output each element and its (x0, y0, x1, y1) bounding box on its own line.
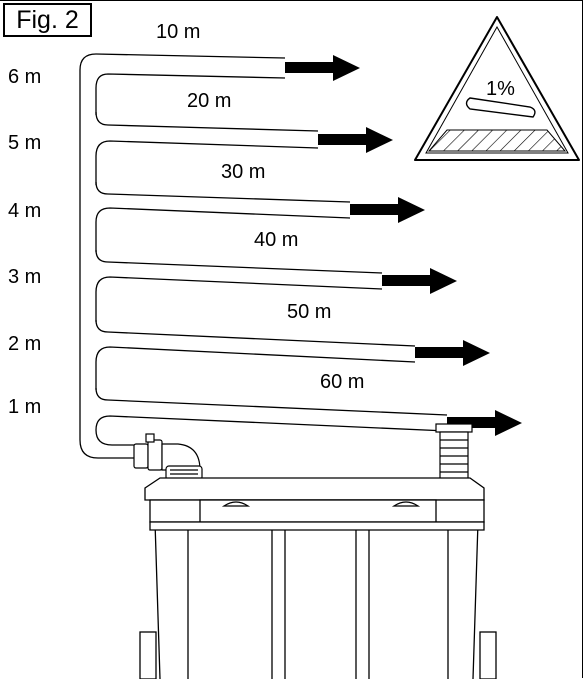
pipe-1m-60m (95, 387, 448, 446)
pipe-6m-10m (79, 53, 286, 459)
flow-arrow-20m (318, 127, 393, 153)
pipe-5m-20m (95, 111, 319, 185)
height-label-6m: 6 m (8, 66, 41, 88)
height-label-4m: 4 m (8, 200, 41, 222)
figure-label: Fig. 2 (3, 3, 92, 37)
flow-arrow-10m (285, 55, 360, 81)
pipe-2m-50m (95, 319, 416, 390)
length-label-60m: 60 m (320, 371, 364, 393)
flow-arrow-40m (382, 268, 457, 294)
pump-unit (139, 477, 497, 679)
flow-arrow-50m (415, 340, 490, 366)
pipe-3m-40m (95, 249, 383, 322)
length-label-10m: 10 m (156, 21, 200, 43)
length-label-40m: 40 m (254, 229, 298, 251)
length-label-20m: 20 m (187, 90, 231, 112)
inlet-elbow-fitting (133, 433, 203, 481)
height-label-3m: 3 m (8, 266, 41, 288)
length-label-30m: 30 m (221, 161, 265, 183)
pipe-4m-30m (95, 181, 351, 252)
slope-percentage: 1% (486, 78, 515, 100)
sloped-pipe-icon (465, 97, 536, 118)
height-label-2m: 2 m (8, 333, 41, 355)
slope-warning-sign: 1% (414, 16, 580, 161)
flow-arrow-30m (350, 197, 425, 223)
height-label-1m: 1 m (8, 396, 41, 418)
length-label-50m: 50 m (287, 301, 331, 323)
flow-arrow-60m (447, 410, 522, 436)
height-label-5m: 5 m (8, 132, 41, 154)
